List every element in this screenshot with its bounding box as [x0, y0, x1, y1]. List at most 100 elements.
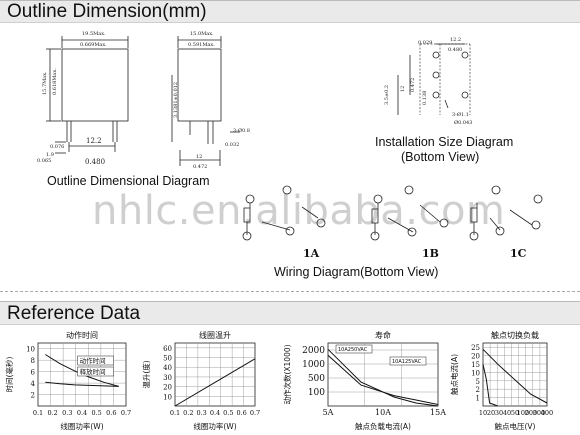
installation-size-drawing: 12.2 0.480 0.029 3.5±0.2 12 0.472 0.138 … — [384, 37, 472, 126]
chart3-x-tick: 15A — [430, 408, 446, 417]
side-pin-inch: 0.032 — [225, 142, 239, 148]
chart1-legend-label: 动作时间 — [80, 356, 106, 365]
chart4-x-tick: 400 — [541, 409, 553, 417]
chart1-series-2 — [45, 381, 119, 387]
wiring-label-1b: 1B — [422, 247, 439, 260]
wiring-caption: Wiring Diagram(Bottom View) — [274, 265, 439, 279]
chart3-x-tick: 10A — [375, 408, 391, 417]
chart3-y-tick: 2000 — [302, 346, 325, 356]
inst-top-mm: 12.2 — [450, 37, 461, 43]
chart1-ylabel: 时间(毫秒) — [4, 357, 14, 393]
chart4-series-1 — [482, 348, 548, 404]
inst-left-mm: 12 — [400, 86, 406, 92]
chart2-y-tick: 30 — [163, 374, 172, 382]
side-view-drawing: 15.0Max. 0.591Max. 3.1381±0.012 3-Ø0.8 0… — [171, 31, 250, 170]
wiring-1c-symbol — [469, 185, 543, 241]
wiring-label-1a: 1A — [303, 247, 320, 260]
outline-dimension-header: Outline Dimension(mm) — [0, 0, 580, 23]
chart4-title: 触点切换负载 — [491, 330, 539, 340]
chart1-y-tick: 4 — [31, 380, 36, 388]
side-pin-label: 3-Ø0.8 — [233, 127, 250, 134]
chart2-x-tick: 0.5 — [223, 409, 233, 417]
chart4-x-tick: 40 — [503, 409, 511, 417]
pin-dim-a: 0.076 — [50, 144, 64, 150]
reference-data-header: Reference Data — [0, 301, 580, 325]
side-width-inch: 0.591Max. — [188, 42, 215, 48]
chart3-annotation-box — [389, 356, 427, 366]
chart2-series-1 — [174, 358, 256, 407]
chart4-ylabel: 触点电流(A) — [449, 354, 459, 395]
side-width-label: 15.0Max. — [190, 31, 214, 37]
chart4-frame — [482, 342, 548, 407]
chart2-y-tick: 40 — [163, 364, 172, 372]
inst-b-dim: 0.138 — [422, 91, 428, 105]
inst-hole-label: 3-Ø1.1 — [452, 111, 469, 118]
inst-mid-dim: 3.5±0.2 — [384, 85, 390, 105]
chart3-series-2 — [327, 354, 439, 405]
chart1-y-tick: 10 — [26, 346, 35, 354]
chart4-series-2 — [482, 364, 498, 407]
pin-dim-c: 0.065 — [37, 158, 51, 164]
chart1-x-tick: 0.4 — [77, 409, 87, 417]
front-height-inch: 0.618Max. — [52, 68, 58, 95]
chart1-y-tick: 2 — [31, 392, 35, 400]
front-height-label: 15.7Max. — [42, 71, 48, 95]
chart2-frame — [174, 342, 256, 407]
chart2-x-tick: 0.3 — [196, 409, 206, 417]
front-width-label: 19.5Max. — [82, 31, 106, 37]
front-width-inch: 0.669Max. — [80, 42, 107, 48]
chart1-frame — [37, 342, 127, 407]
wiring-1b-symbol — [370, 185, 449, 241]
chart2-x-tick: 0.6 — [236, 409, 246, 417]
chart4-y-tick: 1 — [476, 395, 480, 403]
chart3-xlabel: 触点负载电流(A) — [355, 421, 411, 431]
chart4-x-tick: 100 — [517, 409, 529, 417]
chart4-x-tick: 10 — [479, 409, 487, 417]
chart3-annotation: 10A125VAC — [392, 359, 422, 365]
chart1-legend-box — [77, 355, 114, 366]
pitch-inch: 0.480 — [85, 158, 105, 166]
pin-dim-b: 1.9 — [46, 152, 54, 158]
chart1-x-tick: 0.5 — [91, 409, 101, 417]
chart2-x-tick: 0.4 — [210, 409, 220, 417]
chart4-x-tick: 20 — [487, 409, 495, 417]
chart1-y-tick: 8 — [31, 357, 35, 365]
chart4-y-tick: 2 — [476, 386, 480, 394]
chart1-x-tick: 0.6 — [106, 409, 116, 417]
side-bottom-mm: 12 — [196, 154, 202, 160]
outline-dimensional-caption: Outline Dimensional Diagram — [47, 174, 210, 188]
chart1-y-tick: 6 — [31, 369, 36, 377]
inst-top-inch: 0.480 — [448, 47, 462, 53]
chart1-x-tick: 0.1 — [33, 409, 43, 417]
chart3-title: 寿命 — [375, 330, 391, 340]
chart3-frame — [327, 342, 439, 407]
wiring-label-1c: 1C — [510, 247, 527, 260]
chart2-ylabel: 温升(度) — [141, 360, 151, 388]
outline-dimension-title: Outline Dimension(mm) — [7, 1, 207, 22]
chart3-x-tick: 5A — [323, 408, 334, 417]
chart1-x-tick: 0.2 — [47, 409, 57, 417]
chart2-x-tick: 0.2 — [183, 409, 193, 417]
chart4-y-tick: 20 — [471, 353, 480, 361]
installation-caption-line2: (Bottom View) — [401, 150, 480, 164]
chart4-x-tick: 300 — [533, 409, 545, 417]
chart1-x-tick: 0.3 — [62, 409, 72, 417]
chart2-y-tick: 60 — [163, 345, 172, 353]
chart2-x-tick: 0.7 — [250, 409, 260, 417]
inst-left-inch: 0.472 — [410, 78, 416, 92]
chart1-legend-box — [77, 366, 114, 377]
chart1-x-tick: 0.7 — [121, 409, 131, 417]
chart1-xlabel: 线圈功率(W) — [60, 421, 103, 431]
chart4-y-tick: 10 — [471, 369, 480, 377]
chart4-x-tick: 30 — [495, 409, 503, 417]
pitch-mm: 12.2 — [86, 137, 102, 145]
chart4-xlabel: 触点电压(V) — [495, 421, 536, 431]
side-height-label: 3.1381±0.012 — [173, 82, 179, 118]
chart1-title: 动作时间 — [66, 330, 98, 340]
chart2-y-tick: 10 — [163, 393, 172, 401]
section-divider — [0, 291, 580, 292]
chart3-series-1 — [327, 348, 439, 407]
chart3-y-tick: 1000 — [302, 360, 325, 370]
chart3-annotation-box — [335, 344, 373, 354]
